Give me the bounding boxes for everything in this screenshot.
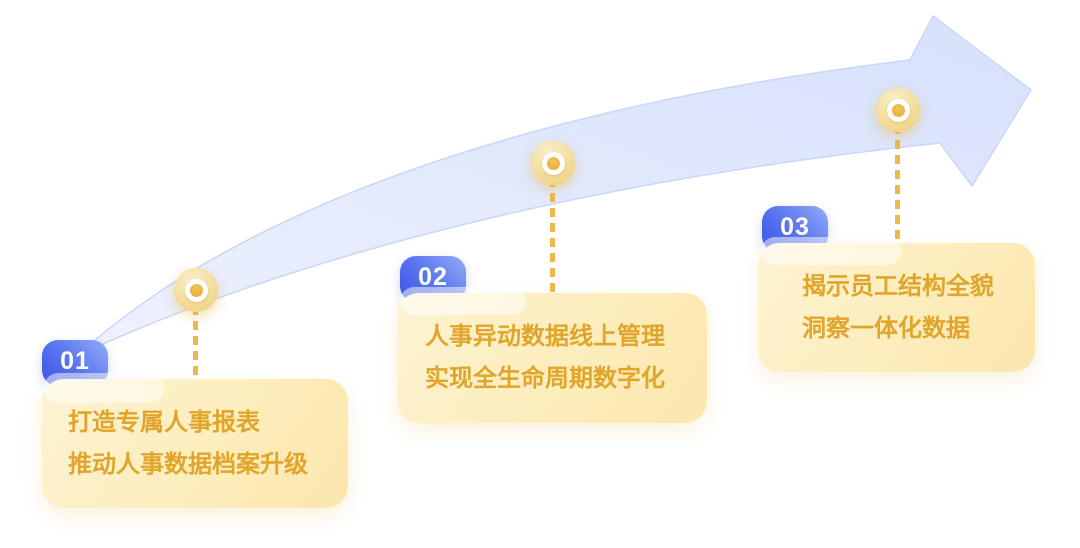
step-3-number: 03 (780, 213, 810, 241)
step-3-text-line-2: 洞察一体化数据 (802, 314, 970, 342)
marker-ring (541, 151, 565, 175)
step-2-dotted-connector (550, 163, 555, 293)
step-2-glass-chip (400, 287, 526, 315)
step-1-milestone-marker-icon (174, 268, 218, 312)
step-2-text-line-2: 实现全生命周期数字化 (425, 365, 665, 392)
step-1-card: 打造专属人事报表 推动人事数据档案升级 (42, 379, 348, 508)
step-2-card: 人事异动数据线上管理 实现全生命周期数字化 (397, 293, 707, 423)
step-1-text-line-2: 推动人事数据档案升级 (68, 450, 308, 478)
step-3-dotted-connector (895, 110, 900, 243)
marker-dot (891, 103, 905, 117)
step-2-milestone-marker-icon (531, 141, 575, 185)
step-3-glass-chip (761, 237, 901, 265)
step-3-milestone-marker-icon (876, 88, 920, 132)
marker-ring (184, 278, 208, 302)
step-1-dotted-connector (193, 291, 198, 379)
step-1-glass-chip (44, 373, 164, 403)
step-2-number: 02 (418, 263, 448, 291)
step-1-text-line-1: 打造专属人事报表 (68, 408, 260, 436)
step-2-text-line-1: 人事异动数据线上管理 (425, 323, 665, 350)
step-3-text-line-1: 揭示员工结构全貌 (802, 272, 994, 300)
marker-dot (546, 156, 560, 170)
step-1-number: 01 (60, 347, 90, 375)
marker-ring (886, 98, 910, 122)
marker-dot (189, 283, 203, 297)
